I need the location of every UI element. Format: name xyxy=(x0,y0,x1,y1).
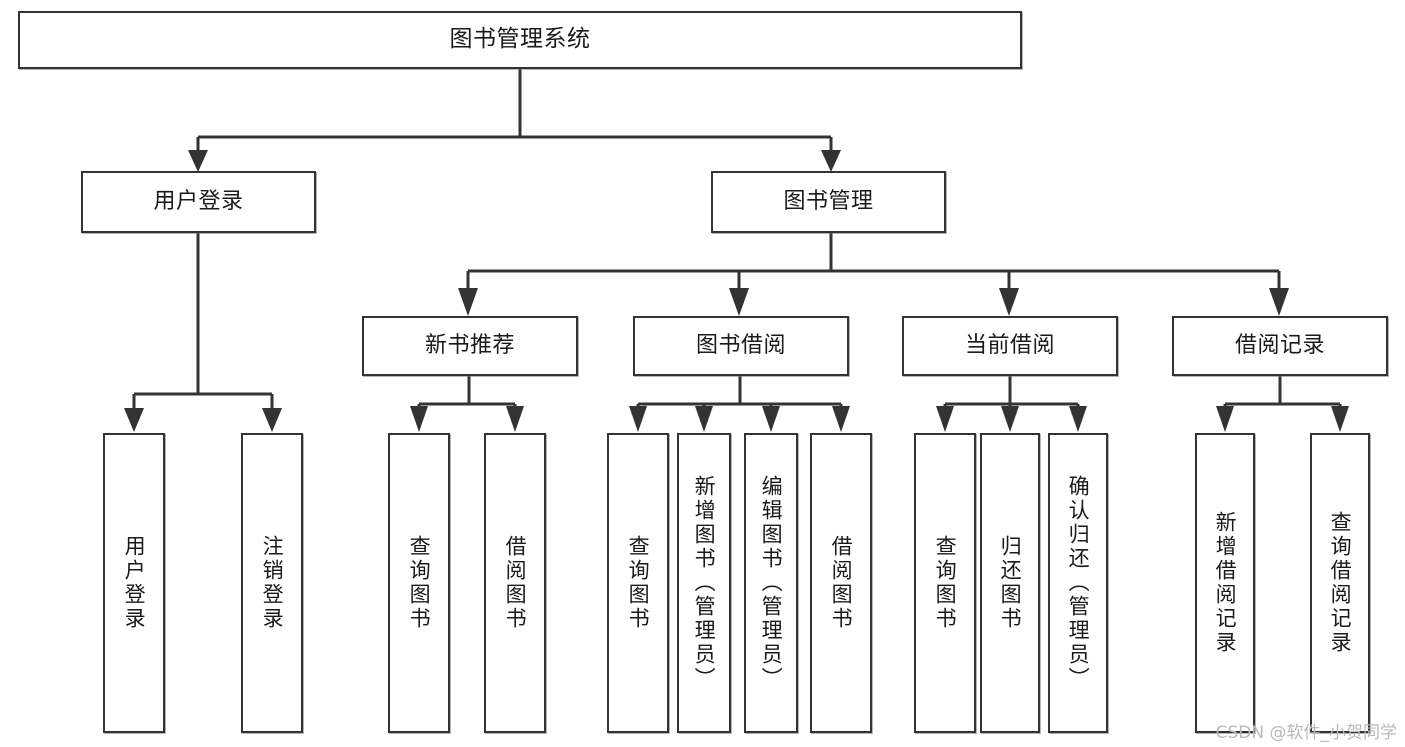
arrow-bb-leaf-4 xyxy=(832,406,850,432)
node-label: 编辑图书（管理员） xyxy=(759,475,784,691)
leaf-confirm-return-admin[interactable]: 确认归还（管理员） xyxy=(1048,433,1108,733)
node-borrow-record[interactable]: 借阅记录 xyxy=(1172,316,1388,376)
leaf-add-book-admin[interactable]: 新增图书（管理员） xyxy=(677,433,731,733)
node-book-borrow[interactable]: 图书借阅 xyxy=(633,316,849,376)
arrow-user-login xyxy=(188,150,208,172)
arrow-bb-leaf-1 xyxy=(629,406,647,432)
node-label: 用户登录 xyxy=(153,188,244,214)
node-user-login[interactable]: 用户登录 xyxy=(81,171,316,233)
node-label: 新增图书（管理员） xyxy=(692,475,717,691)
arrow-borrow-record xyxy=(1269,288,1289,316)
node-label: 图书借阅 xyxy=(695,332,786,358)
node-label: 注销登录 xyxy=(260,535,285,631)
arrow-br-leaf-1 xyxy=(1216,406,1234,432)
arrow-book-manage xyxy=(821,150,841,172)
arrow-current-borrow xyxy=(999,288,1019,316)
node-label: 借阅图书 xyxy=(503,535,528,631)
arrow-cb-leaf-2 xyxy=(1001,406,1019,432)
node-label: 借阅记录 xyxy=(1234,332,1325,358)
leaf-new-book-query[interactable]: 查询图书 xyxy=(388,433,450,733)
node-label: 图书管理 xyxy=(783,188,874,214)
leaf-add-borrow-record[interactable]: 新增借阅记录 xyxy=(1195,433,1255,733)
node-label: 归还图书 xyxy=(998,535,1023,631)
arrow-nb-leaf-1 xyxy=(410,406,428,432)
leaf-current-query-book[interactable]: 查询图书 xyxy=(914,433,976,733)
leaf-return-book[interactable]: 归还图书 xyxy=(980,433,1040,733)
node-root-system[interactable]: 图书管理系统 xyxy=(18,11,1022,69)
arrow-book-borrow xyxy=(729,288,749,316)
leaf-new-book-borrow[interactable]: 借阅图书 xyxy=(484,433,546,733)
leaf-edit-book-admin[interactable]: 编辑图书（管理员） xyxy=(744,433,798,733)
node-book-management[interactable]: 图书管理 xyxy=(711,171,946,233)
node-label: 新书推荐 xyxy=(424,332,515,358)
arrow-new-book xyxy=(458,288,478,316)
leaf-logout[interactable]: 注销登录 xyxy=(241,433,303,733)
node-label: 查询图书 xyxy=(407,535,432,631)
arrow-nb-leaf-2 xyxy=(506,406,524,432)
leaf-borrow-query-book[interactable]: 查询图书 xyxy=(607,433,669,733)
arrow-leaf-logout xyxy=(262,408,282,432)
arrow-leaf-user-login xyxy=(124,408,144,432)
node-label: 图书管理系统 xyxy=(449,26,591,53)
node-label: 当前借阅 xyxy=(964,332,1055,358)
node-label: 查询借阅记录 xyxy=(1328,511,1353,655)
node-new-book-recommend[interactable]: 新书推荐 xyxy=(362,316,578,376)
arrow-bb-leaf-3 xyxy=(762,406,780,432)
leaf-borrow-book[interactable]: 借阅图书 xyxy=(810,433,872,733)
arrow-cb-leaf-1 xyxy=(936,406,954,432)
arrowheads xyxy=(124,150,1349,432)
node-label: 查询图书 xyxy=(626,535,651,631)
node-label: 查询图书 xyxy=(933,535,958,631)
arrow-cb-leaf-3 xyxy=(1069,406,1087,432)
node-current-borrow[interactable]: 当前借阅 xyxy=(902,316,1118,376)
arrow-br-leaf-2 xyxy=(1331,406,1349,432)
node-label: 确认归还（管理员） xyxy=(1066,475,1091,691)
node-label: 新增借阅记录 xyxy=(1213,511,1238,655)
leaf-user-login[interactable]: 用户登录 xyxy=(103,433,165,733)
leaf-query-borrow-record[interactable]: 查询借阅记录 xyxy=(1310,433,1370,733)
node-label: 借阅图书 xyxy=(829,535,854,631)
arrow-bb-leaf-2 xyxy=(695,406,713,432)
node-label: 用户登录 xyxy=(122,535,147,631)
